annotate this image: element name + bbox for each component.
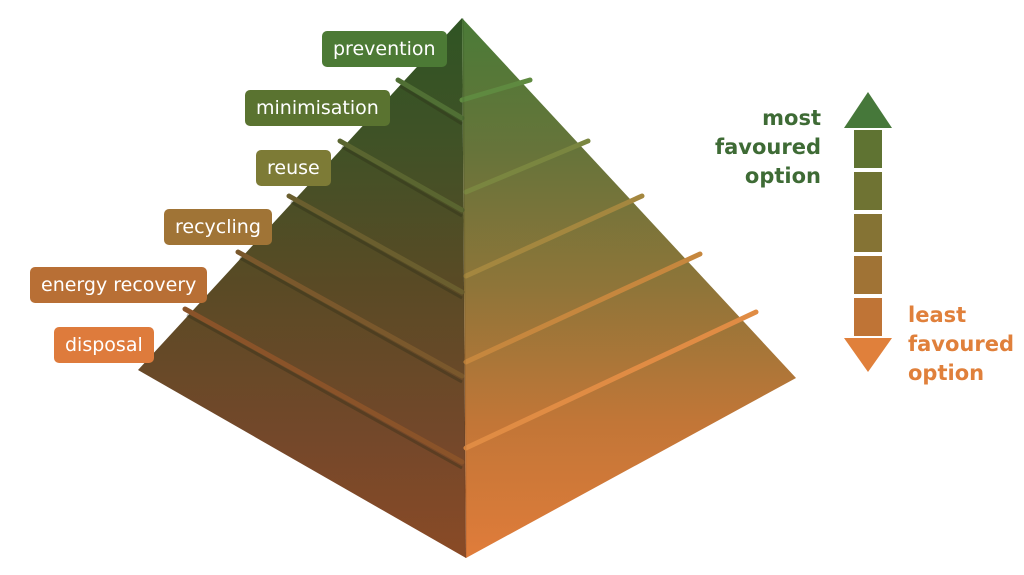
legend-most-line: most [762,106,821,130]
pyramid-left-steps [182,77,465,465]
legend-least-line: least [908,303,967,327]
arrow-segment [854,172,882,210]
legend-least-favoured: least favoured option [908,301,1014,388]
arrow-segment [854,130,882,168]
pyramid-right-steps [459,77,759,451]
arrow-down-head [844,338,892,372]
legend-least-line: favoured [908,332,1015,356]
tier-label-disposal: disposal [54,327,154,363]
tier-label-reuse: reuse [256,150,331,186]
tier-label-minimisation: minimisation [245,90,390,126]
tier-label-energy-recovery: energy recovery [30,267,208,303]
pyramid-front-edge [462,17,467,559]
arrow-segment [854,214,882,252]
pyramid-left-step-shadows [186,84,463,470]
legend-most-line: favoured [714,135,821,159]
arrow-segment [854,256,882,294]
legend-most-line: option [744,164,821,188]
legend-most-favoured: most favoured option [700,104,821,191]
favourability-arrow-icon [844,92,892,372]
arrow-segment [854,298,882,336]
tier-label-prevention: prevention [322,31,447,67]
legend-least-line: option [908,361,985,385]
tier-label-recycling: recycling [164,209,272,245]
arrow-up-head [844,92,892,128]
